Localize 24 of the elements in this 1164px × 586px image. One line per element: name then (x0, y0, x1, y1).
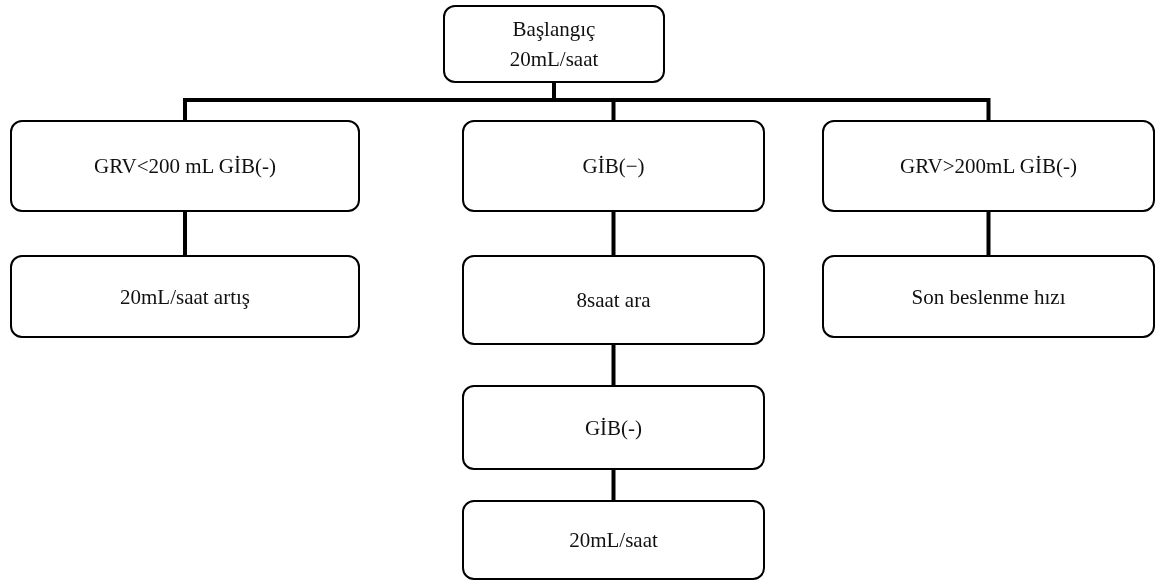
process-box (10, 120, 360, 212)
box-text: 20mL/saat (569, 527, 658, 554)
process-box (462, 500, 765, 580)
box-text: GRV>200mL GİB(-) (900, 153, 1077, 180)
box-text: 8saat ara (576, 287, 651, 314)
connector-line (183, 212, 187, 255)
process-box (822, 255, 1155, 338)
process-box (10, 255, 360, 338)
box-text: Başlangıç 20mL/saat (508, 16, 600, 73)
connector-line (611, 470, 616, 500)
box-text: GİB(-) (584, 414, 643, 442)
connector-line (552, 83, 991, 120)
connector-line (611, 345, 616, 385)
process-box (462, 255, 765, 345)
box-text: GİB(−) (582, 153, 645, 180)
process-box (443, 5, 665, 83)
connector-line (986, 212, 991, 255)
box-text: Son beslenme hızı (911, 283, 1066, 311)
box-text: GRV<200 mL GİB(-) (94, 153, 276, 180)
process-box (462, 385, 765, 470)
box-text: 20mL/saat artış (119, 283, 251, 311)
process-box (462, 120, 765, 212)
process-box (822, 120, 1155, 212)
connector-line (611, 212, 616, 255)
